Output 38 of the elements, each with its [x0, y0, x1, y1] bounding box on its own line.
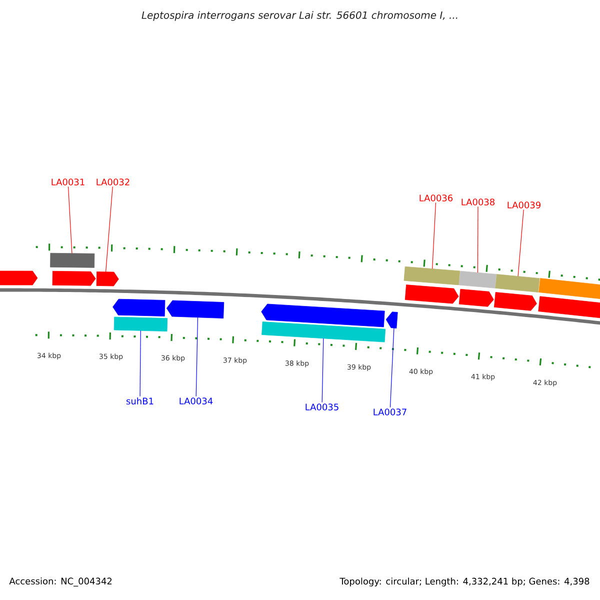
gene-feature [96, 272, 119, 286]
leader-line [68, 186, 72, 254]
leader-line [322, 338, 324, 403]
feature-bar [114, 316, 168, 332]
feature-bar [538, 278, 600, 301]
gene-feature [458, 288, 494, 307]
genome-info-text: Topology: circular; Length: 4,332,241 bp; Genes: 4,398 [340, 578, 590, 586]
leader-line [390, 328, 394, 408]
gene-label: suhB1 [126, 398, 154, 404]
gene-label: LA0031 [52, 178, 84, 186]
feature-bar [495, 274, 540, 292]
gene-label: LA0039 [508, 202, 540, 208]
gene-feature [386, 312, 398, 328]
gene-label: LA0036 [420, 194, 453, 202]
gene-feature [166, 300, 224, 318]
gene-feature [538, 296, 600, 320]
gene-feature [494, 292, 537, 311]
feature-bar [458, 270, 496, 288]
title: Leptospira interrogans serovar Lai str. 56601 chromosome I, ... [142, 11, 458, 21]
accession-text: Accession: NC_004342 [9, 578, 112, 586]
gene-label: LA0037 [374, 408, 406, 416]
leader-line [140, 330, 141, 397]
gene-feature [404, 284, 459, 304]
gene-label: LA0035 [306, 404, 338, 410]
leader-line [432, 202, 436, 270]
gene-feature [52, 270, 96, 286]
feature-bar [404, 266, 460, 286]
gene-label: LA0038 [462, 198, 495, 206]
leader-line [477, 206, 478, 273]
leader-line [196, 317, 198, 397]
leader-line [518, 209, 524, 277]
leader-line [105, 186, 113, 272]
feature-bar [50, 252, 95, 268]
gene-feature [112, 298, 166, 316]
feature-bar [262, 322, 386, 342]
gene-feature [0, 270, 38, 286]
gene-label: LA0034 [180, 398, 213, 404]
gene-label: LA0032 [96, 178, 130, 186]
